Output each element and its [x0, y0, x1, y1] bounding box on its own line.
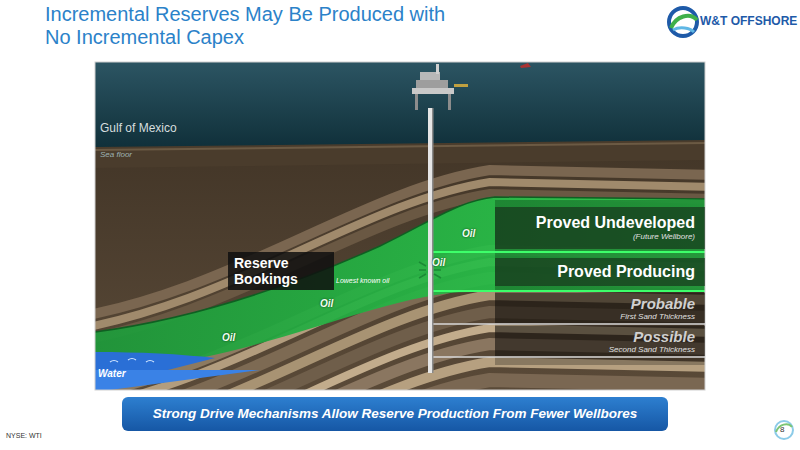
oil-label: Oil	[432, 257, 445, 268]
oil-label: Oil	[462, 228, 475, 239]
category-label: Possible	[505, 328, 695, 345]
caption-banner: Strong Drive Mechanisms Allow Reserve Pr…	[122, 397, 668, 431]
booking-box: Reserve Bookings	[228, 252, 334, 290]
reserve-category: Proved Producing	[495, 258, 705, 286]
seafloor-label: Sea floor	[100, 150, 132, 159]
category-label: Reserve Bookings	[234, 255, 328, 287]
company-logo: W&T OFFSHORE	[700, 14, 797, 28]
page-number: 8	[780, 425, 784, 434]
category-note: Second Sand Thickness	[505, 345, 695, 355]
reserve-category: Proved Undeveloped(Future Wellbore)	[495, 207, 705, 249]
category-note: First Sand Thickness	[505, 312, 695, 322]
category-label: Proved Undeveloped	[505, 214, 695, 232]
slide-title: Incremental Reserves May Be Produced wit…	[45, 3, 465, 49]
category-note: (Future Wellbore)	[505, 232, 695, 242]
reserve-category: PossibleSecond Sand Thickness	[495, 326, 705, 356]
contact-label: Lowest known oil	[336, 277, 389, 284]
ticker-label: NYSE: WTI	[6, 432, 42, 439]
oil-label: Oil	[320, 298, 333, 309]
sea-label: Gulf of Mexico	[100, 121, 177, 135]
category-label: Proved Producing	[505, 263, 695, 281]
reserve-category: ProbableFirst Sand Thickness	[495, 293, 705, 323]
water-label: Water	[98, 368, 126, 379]
oil-label: Oil	[222, 332, 235, 343]
category-label: Probable	[505, 295, 695, 312]
